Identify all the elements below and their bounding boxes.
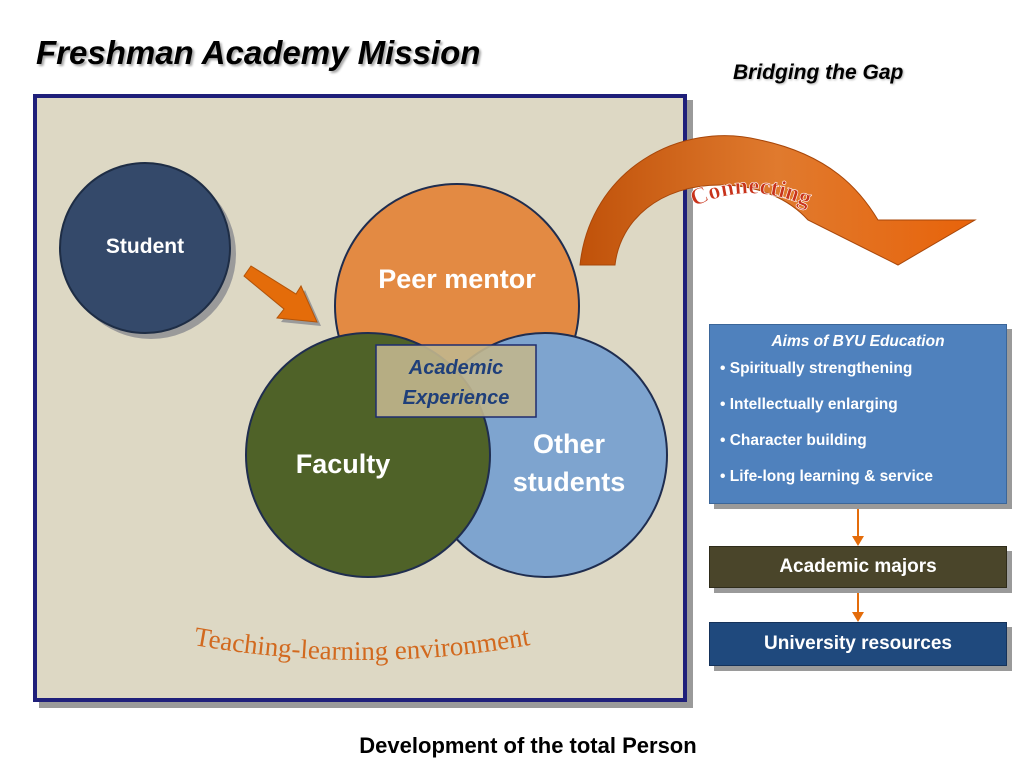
aims-title: Aims of BYU Education xyxy=(771,333,945,350)
aims-item: • Life-long learning & service xyxy=(720,468,934,485)
environment-label: Teaching-learning environment xyxy=(192,621,532,666)
aims-to-majors-arrow xyxy=(852,503,864,546)
aims-box: Aims of BYU Education • Spiritually stre… xyxy=(709,324,1007,504)
university-resources-box: University resources xyxy=(709,622,1007,666)
slide-subtitle: Bridging the Gap xyxy=(733,61,904,84)
faculty-label: Faculty xyxy=(296,449,391,479)
connecting-arrow xyxy=(579,135,977,266)
aims-item: • Intellectually enlarging xyxy=(720,396,898,413)
student-circle xyxy=(59,162,231,334)
other-students-label-line1: Other xyxy=(533,429,606,459)
environment-label-path: Teaching-learning environment xyxy=(192,621,532,666)
slide-title: Freshman Academy Mission xyxy=(36,34,481,71)
other-students-label-line2: students xyxy=(513,467,626,497)
academic-experience-box xyxy=(375,344,537,418)
student-arrow xyxy=(243,265,321,326)
academic-majors-box: Academic majors xyxy=(709,546,1007,588)
student-label: Student xyxy=(106,235,184,258)
peer-mentor-label: Peer mentor xyxy=(378,264,536,294)
aims-item: • Spiritually strengthening xyxy=(720,360,913,377)
aims-item: • Character building xyxy=(720,432,867,449)
academic-experience-line1: Academic xyxy=(408,357,504,379)
footer-caption: Development of the total Person xyxy=(359,733,697,758)
majors-to-resources-arrow xyxy=(852,588,864,622)
academic-experience-line2: Experience xyxy=(403,387,510,409)
